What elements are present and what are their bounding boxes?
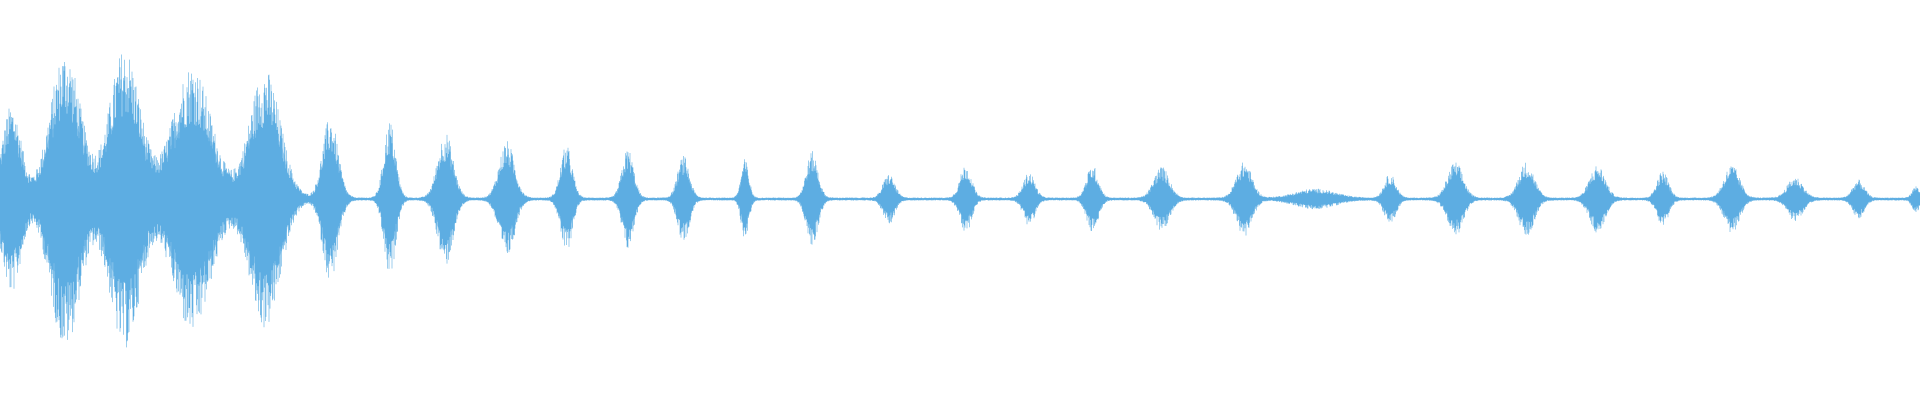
waveform-trace	[0, 54, 1920, 348]
